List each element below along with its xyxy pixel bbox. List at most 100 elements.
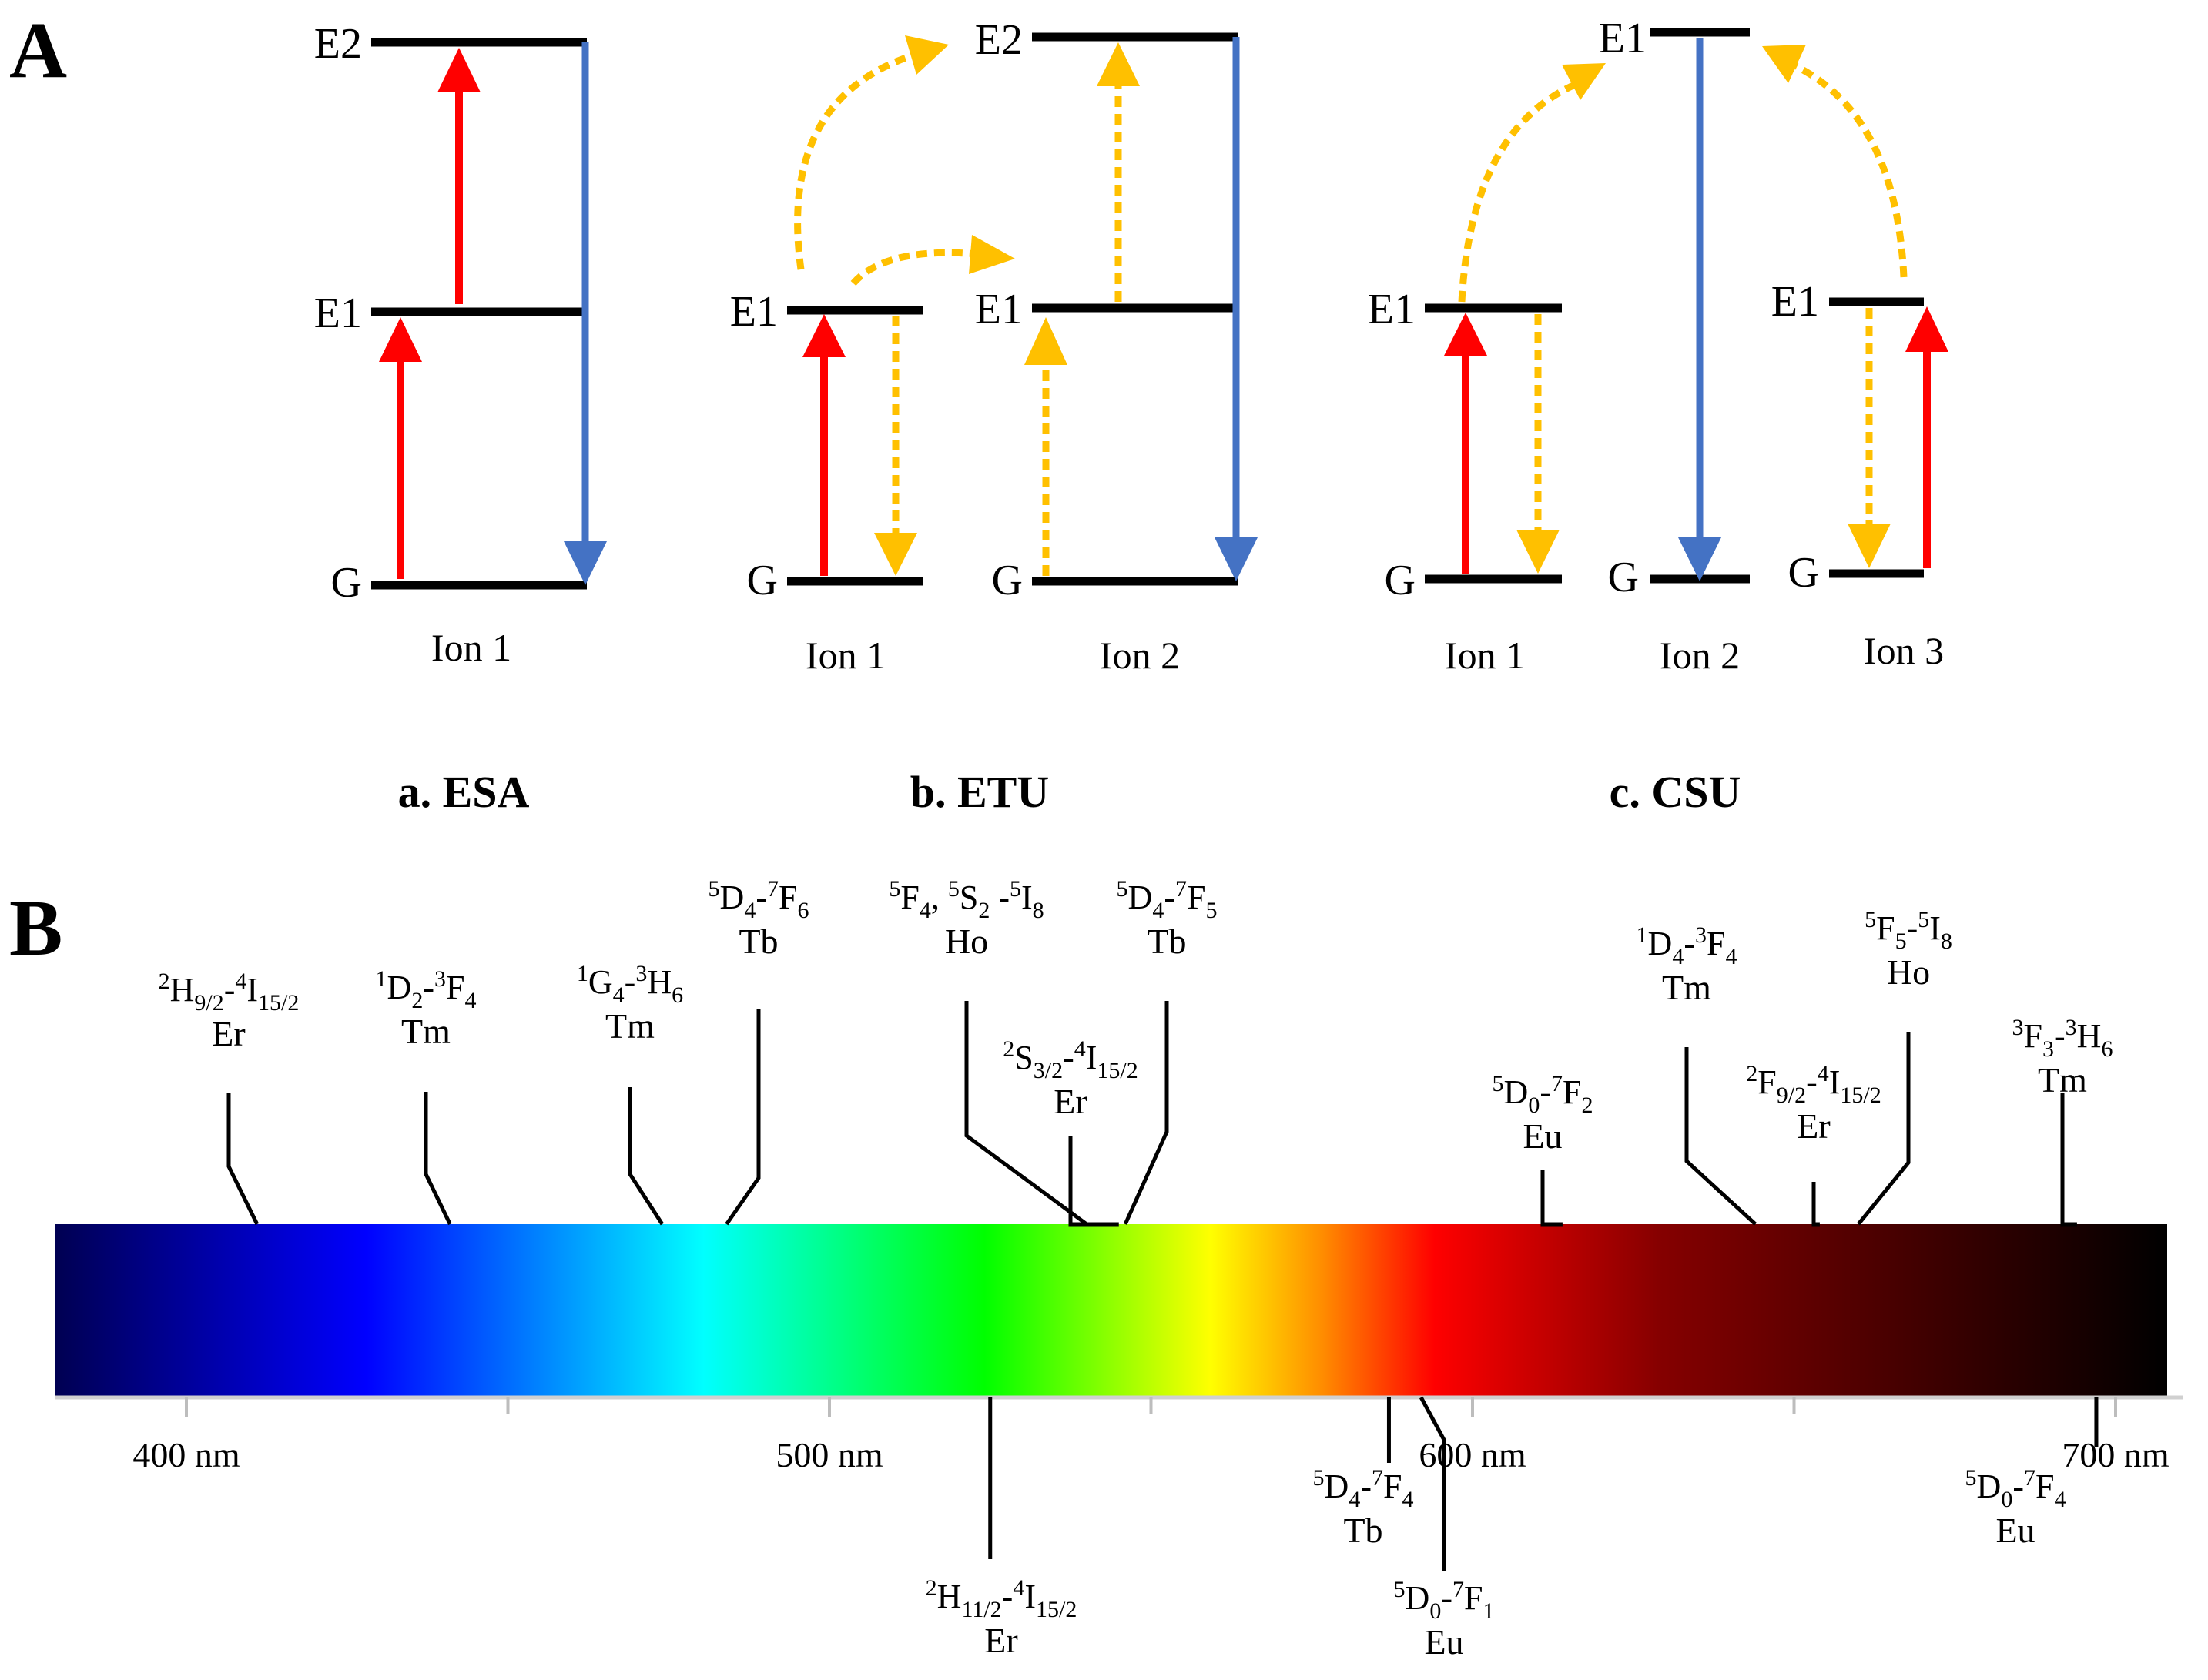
transition-label: 2H11/2-4I15/2 [926,1575,1077,1622]
csu-ion-1: Ion 1 [1445,634,1525,677]
etu-caption: b. ETU [910,767,1050,817]
transition-label: 1G4-3H6 [577,961,683,1008]
leader-line [424,1092,452,1226]
csu-ion1-absorption-arrowhead [1444,313,1487,356]
esa-emission-arrowhead [564,541,607,585]
element-label: Er [212,1014,245,1053]
transition-annotations: 2H9/2-4I15/2Er1D2-3F4Tm1G4-3H6Tm5D4-7F6T… [159,876,2113,1662]
csu-ion3-absorption-arrowhead [1905,306,1948,352]
csu-ion3-label-e1: E1 [1771,278,1819,326]
transition-label: 1D2-3F4 [376,966,477,1013]
tick-label: 700 nm [2062,1435,2169,1474]
leader-line [1123,1001,1169,1226]
tick-label: 600 nm [1419,1435,1526,1474]
csu-ion-3: Ion 3 [1864,629,1944,672]
transition-label: 1D4-3F4 [1637,922,1737,969]
tick-label: 500 nm [776,1435,883,1474]
transition-er-h92: 2H9/2-4I15/2Er [159,969,300,1226]
csu-ion-2: Ion 2 [1660,634,1740,677]
element-label: Tb [739,922,778,961]
esa-diagram: E2 E1 G Ion 1 a. ESA [314,20,607,817]
etu-ion2-label-e2: E2 [975,16,1023,64]
etu-transfer-curve-lower [850,249,979,286]
etu-ion1-label-e1: E1 [730,288,778,336]
visible-spectrum-bar [55,1224,2167,1397]
etu-ion1-absorption-arrowhead [802,314,846,357]
etu-ion-1: Ion 1 [806,634,886,677]
csu-ion2-label-e1: E1 [1599,15,1647,62]
element-label: Tb [1343,1511,1382,1550]
transition-er-h112: 2H11/2-4I15/2Er [926,1397,1077,1660]
panel-a-letter: A [9,6,67,95]
etu-ion2-label-g: G [992,557,1023,604]
wavelength-ticks: 400 nm 500 nm 600 nm 700 nm [132,1397,2169,1474]
etu-transfer-curve-lower-head [969,235,1015,274]
esa-label-g: G [331,559,362,607]
csu-ion2-label-g: G [1608,554,1639,601]
transition-er-s32: 2S3/2-4I15/2Er [1003,1036,1138,1227]
csu-emission-arrowhead [1678,537,1721,581]
transition-label: 5D0-7F2 [1493,1071,1593,1118]
esa-label-e1: E1 [314,289,362,337]
csu-transfer-curve-left-head [1562,63,1606,100]
etu-ion-2: Ion 2 [1100,634,1180,677]
transition-label: 5D4-7F4 [1313,1465,1414,1512]
transition-label: 2S3/2-4I15/2 [1003,1036,1138,1083]
transition-label: 5D4-7F5 [1117,876,1218,923]
element-label: Tm [605,1006,655,1046]
element-label: Er [1797,1106,1830,1146]
leader-line [226,1093,260,1226]
leader-line [1857,1032,1911,1226]
transition-label: 5D4-7F6 [709,876,809,923]
leader-line [1068,1136,1119,1227]
element-label: Er [1054,1082,1087,1121]
leader-line [1684,1047,1757,1226]
transition-label: 5F5-5I8 [1865,907,1952,954]
etu-emission-arrowhead [1215,537,1258,581]
etu-ion2-label-e1: E1 [975,286,1023,333]
transition-label: 5F4, 5S2 -5I8 [889,876,1044,923]
leader-line [628,1087,665,1226]
element-label: Tm [401,1012,451,1051]
etu-ion1-label-g: G [747,557,778,604]
csu-ion1-label-e1: E1 [1368,286,1416,333]
etu-transfer-curve-upper-head [905,35,949,75]
esa-absorption-arrowhead-2 [437,48,481,92]
etu-diagram: E1 G E2 E1 G Ion 1 Ion 2 b. ETU [730,16,1258,817]
etu-ion2-up-arrowhead-2 [1097,42,1140,86]
csu-ion3-relax-arrowhead [1848,524,1891,568]
element-label: Ho [945,922,988,961]
csu-transfer-curve-left [1458,81,1576,303]
esa-absorption-arrowhead-1 [379,317,422,362]
panel-b-letter: B [9,884,62,972]
csu-transfer-curve-right [1793,62,1908,278]
leader-line [1419,1396,1446,1571]
csu-caption: c. CSU [1610,767,1741,817]
esa-ion-1: Ion 1 [431,626,511,669]
leader-line [2060,1093,2077,1227]
tick-label: 400 nm [132,1435,240,1474]
leader-line [725,1009,761,1226]
transition-label: 5D0-7F4 [1965,1465,2066,1512]
transition-label: 2H9/2-4I15/2 [159,969,300,1016]
leader-line [964,1001,1088,1227]
csu-ion1-relax-arrowhead [1516,530,1560,574]
etu-ion2-up-arrowhead-1 [1024,317,1067,365]
csu-ion1-label-g: G [1385,557,1416,604]
transition-label: 2F9/2-4I15/2 [1746,1061,1881,1108]
csu-ion3-label-g: G [1788,549,1819,597]
element-label: Tm [1662,968,1711,1007]
